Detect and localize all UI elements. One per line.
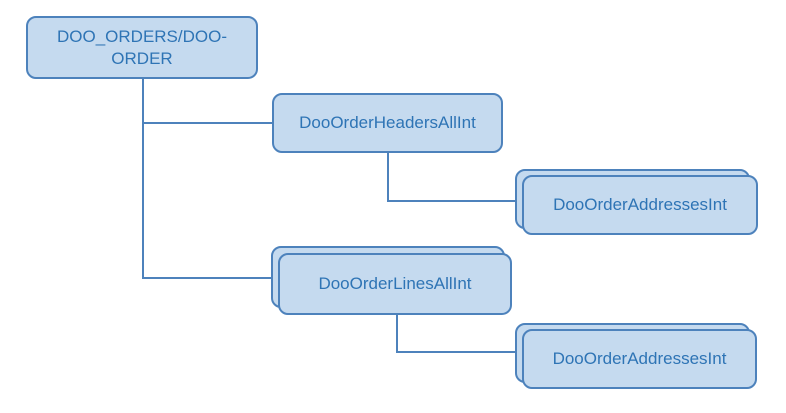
node-label: DooOrderLinesAllInt <box>318 274 472 293</box>
connector-headers-to-addresses <box>387 200 515 202</box>
connector-lines-to-addresses <box>396 351 515 353</box>
node-doo-orders-root: DOO_ORDERS/DOO- ORDER <box>26 16 258 79</box>
node-label: DooOrderHeadersAllInt <box>299 113 476 132</box>
node-label: DooOrderAddressesInt <box>552 349 727 368</box>
connector-root-to-headers <box>142 122 272 124</box>
node-label: DooOrderAddressesInt <box>553 195 727 214</box>
connector-root-to-lines <box>142 277 271 279</box>
node-doo-order-line-addresses: DooOrderAddressesInt <box>522 329 757 389</box>
node-doo-order-headers: DooOrderHeadersAllInt <box>272 93 503 153</box>
node-doo-order-lines: DooOrderLinesAllInt <box>278 253 512 315</box>
node-label-line: ORDER <box>111 48 173 68</box>
connector-lines-drop <box>396 315 398 352</box>
node-label-line: DOO_ORDERS/DOO- <box>56 26 228 46</box>
connector-root-trunk <box>142 79 144 278</box>
connector-headers-drop <box>387 153 389 201</box>
node-doo-order-header-addresses: DooOrderAddressesInt <box>522 175 758 235</box>
